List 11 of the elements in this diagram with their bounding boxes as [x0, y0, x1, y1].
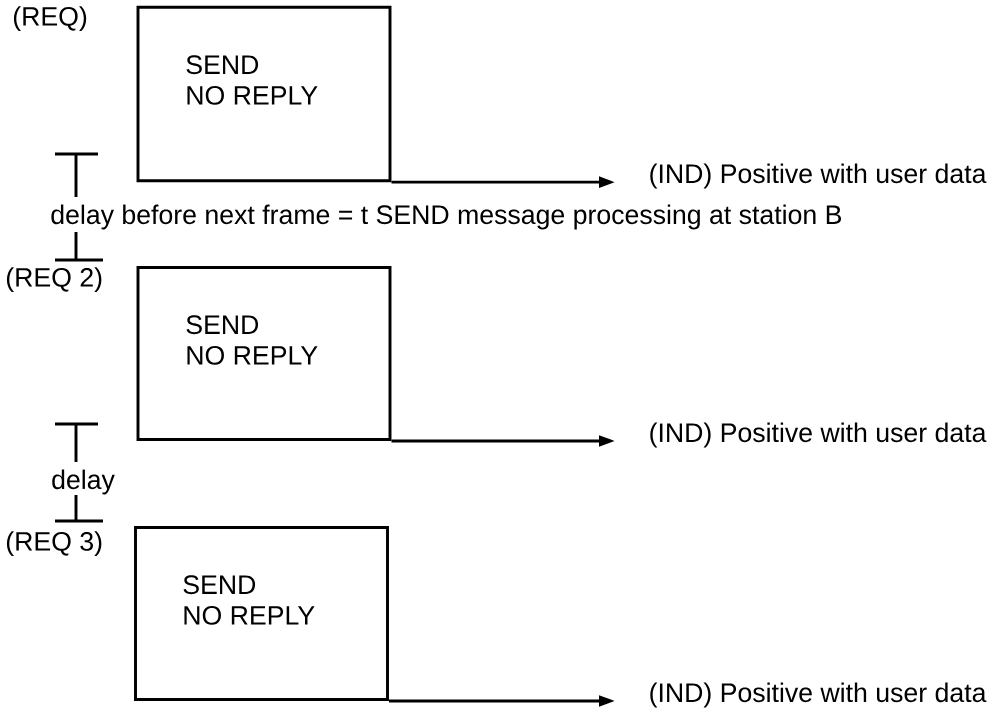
indication-label: (IND) Positive with user data	[650, 682, 987, 708]
message-text: SEND NO REPLY	[183, 575, 315, 625]
indication-label: (IND) Positive with user data	[650, 163, 987, 189]
request-label: (REQ 2)	[6, 267, 102, 293]
delay-label: delay before next frame = t SEND message processing at station B	[51, 204, 841, 230]
message-text: SEND NO REPLY	[186, 315, 318, 365]
indication-label: (IND) Positive with user data	[650, 422, 987, 448]
request-label: (REQ 3)	[6, 531, 102, 557]
delay-label: delay	[52, 469, 115, 495]
request-label: (REQ)	[13, 6, 87, 32]
message-text: SEND NO REPLY	[186, 55, 318, 105]
